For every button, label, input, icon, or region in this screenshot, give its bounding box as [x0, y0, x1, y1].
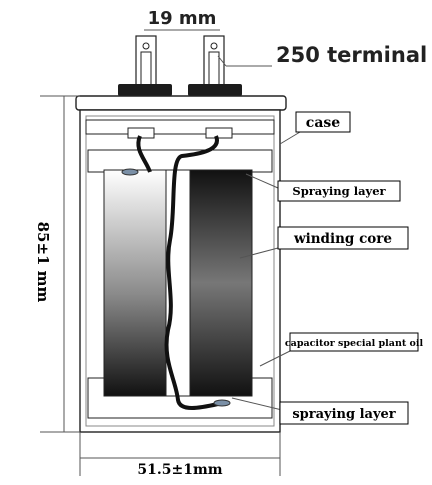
height-dimension: 85±1 mm	[34, 95, 80, 433]
spraying-layer-top-callout: Spraying layer	[245, 173, 401, 202]
winding-core-left	[103, 169, 167, 397]
spraying-layer-top-label: Spraying layer	[292, 184, 386, 198]
plant-oil-callout: capacitor special plant oil	[259, 332, 424, 367]
terminal-spacing-dimension: 19 mm	[144, 8, 220, 31]
width-dimension: 51.5±1mm	[79, 432, 281, 478]
height-label: 85±1 mm	[34, 222, 52, 303]
winding-core-callout: winding core	[239, 226, 409, 259]
case-lid	[75, 95, 287, 111]
terminal-right	[188, 35, 242, 96]
plant-oil-label: capacitor special plant oil	[285, 338, 424, 349]
winding-core-right	[189, 169, 253, 397]
terminal-spacing-label: 19 mm	[148, 8, 217, 29]
width-label: 51.5±1mm	[137, 462, 222, 478]
terminal-callout: 250 terminal	[217, 43, 427, 67]
winding-core-label: winding core	[293, 231, 392, 247]
terminal-label: 250 terminal	[276, 43, 427, 67]
lead-wires	[121, 127, 233, 410]
spraying-layer-bottom-callout: spraying layer	[231, 397, 409, 425]
spraying-layer-bottom-label: spraying layer	[292, 407, 395, 422]
case-callout: case	[279, 111, 351, 145]
case-label: case	[306, 115, 340, 131]
terminal-left	[118, 35, 172, 96]
